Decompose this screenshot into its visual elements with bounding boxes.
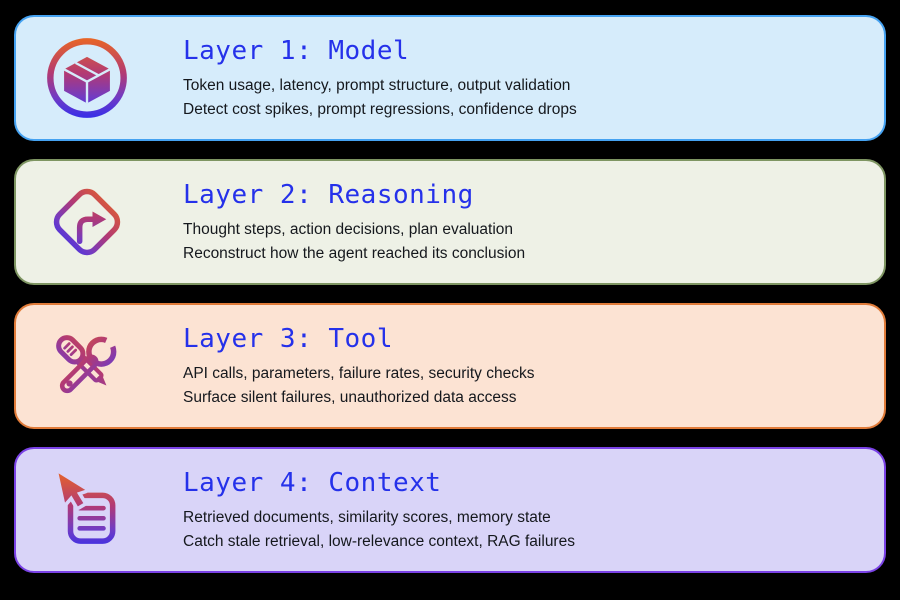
layer-card-reasoning: Layer 2: Reasoning Thought steps, action… bbox=[14, 159, 886, 285]
crossed-tools-icon bbox=[43, 322, 131, 410]
card-line-2: Reconstruct how the agent reached its co… bbox=[183, 244, 526, 262]
card-line-1: Thought steps, action decisions, plan ev… bbox=[183, 220, 514, 238]
card-text-context: Layer 4: Context Retrieved documents, si… bbox=[183, 467, 575, 554]
card-line-1: Retrieved documents, similarity scores, … bbox=[183, 508, 551, 526]
layer-card-tool: Layer 3: Tool API calls, parameters, fai… bbox=[14, 303, 886, 429]
package-icon bbox=[43, 34, 131, 122]
card-line-1: Token usage, latency, prompt structure, … bbox=[183, 76, 571, 94]
card-line-2: Detect cost spikes, prompt regressions, … bbox=[183, 100, 577, 118]
card-text-tool: Layer 3: Tool API calls, parameters, fai… bbox=[183, 323, 534, 410]
card-text-model: Layer 1: Model Token usage, latency, pro… bbox=[183, 35, 577, 122]
document-cursor-icon bbox=[43, 466, 131, 554]
layer-card-model: Layer 1: Model Token usage, latency, pro… bbox=[14, 15, 886, 141]
card-title: Layer 3: Tool bbox=[183, 323, 393, 354]
card-text-reasoning: Layer 2: Reasoning Thought steps, action… bbox=[183, 179, 525, 266]
card-line-1: API calls, parameters, failure rates, se… bbox=[183, 364, 535, 382]
card-line-2: Catch stale retrieval, low-relevance con… bbox=[183, 532, 575, 550]
card-title: Layer 1: Model bbox=[183, 35, 410, 66]
card-line-2: Surface silent failures, unauthorized da… bbox=[183, 388, 517, 406]
card-title: Layer 4: Context bbox=[183, 467, 442, 498]
turn-right-arrow-icon bbox=[43, 178, 131, 266]
card-title: Layer 2: Reasoning bbox=[183, 179, 474, 210]
layer-card-context: Layer 4: Context Retrieved documents, si… bbox=[14, 447, 886, 573]
